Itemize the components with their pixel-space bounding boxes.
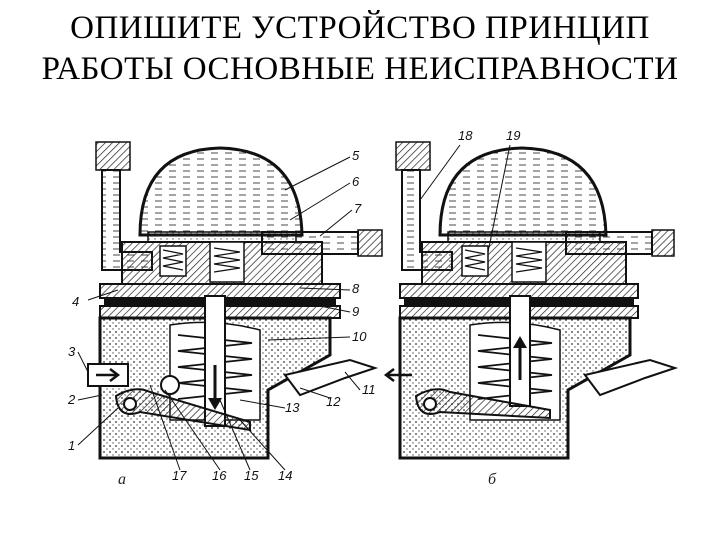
label-11: 11: [362, 382, 376, 397]
label-2: 2: [67, 392, 76, 407]
label-19: 19: [506, 128, 520, 143]
inlet-valve: [159, 245, 187, 277]
label-5: 5: [352, 148, 360, 163]
label-16: 16: [212, 468, 227, 483]
label-3: 3: [68, 344, 76, 359]
drive-lever: [114, 388, 251, 432]
leader-lines: [77, 144, 511, 471]
label-8: 8: [352, 281, 360, 296]
return-spring: [177, 334, 253, 400]
label-13: 13: [285, 400, 300, 415]
pump-view-b: [383, 141, 679, 460]
outlet-fitting: [261, 231, 359, 255]
caption-b: б: [488, 471, 497, 488]
title-line-1: ОПИШИТЕ УСТРОЙСТВО ПРИНЦИП: [70, 10, 650, 46]
label-12: 12: [326, 394, 341, 409]
title-line-2: РАБОТЫ ОСНОВНЫЕ НЕИСПРАВНОСТИ: [41, 51, 679, 87]
label-14: 14: [278, 468, 292, 483]
pull-rod: [204, 295, 226, 427]
label-17: 17: [172, 468, 187, 483]
pump-view-a: [87, 141, 383, 460]
label-1: 1: [68, 438, 75, 453]
caption-a: а: [118, 471, 126, 488]
inlet-fitting-top: [95, 141, 131, 171]
page-title: ОПИШИТЕ УСТРОЙСТВО ПРИНЦИП РАБОТЫ ОСНОВН…: [0, 8, 720, 90]
label-18: 18: [458, 128, 473, 143]
label-15: 15: [244, 468, 259, 483]
label-4: 4: [72, 294, 79, 309]
label-9: 9: [352, 304, 359, 319]
label-7: 7: [354, 201, 362, 216]
label-6: 6: [352, 174, 360, 189]
label-10: 10: [352, 329, 367, 344]
hand-primer-lever: [283, 358, 379, 397]
dome-cover: [138, 146, 304, 237]
